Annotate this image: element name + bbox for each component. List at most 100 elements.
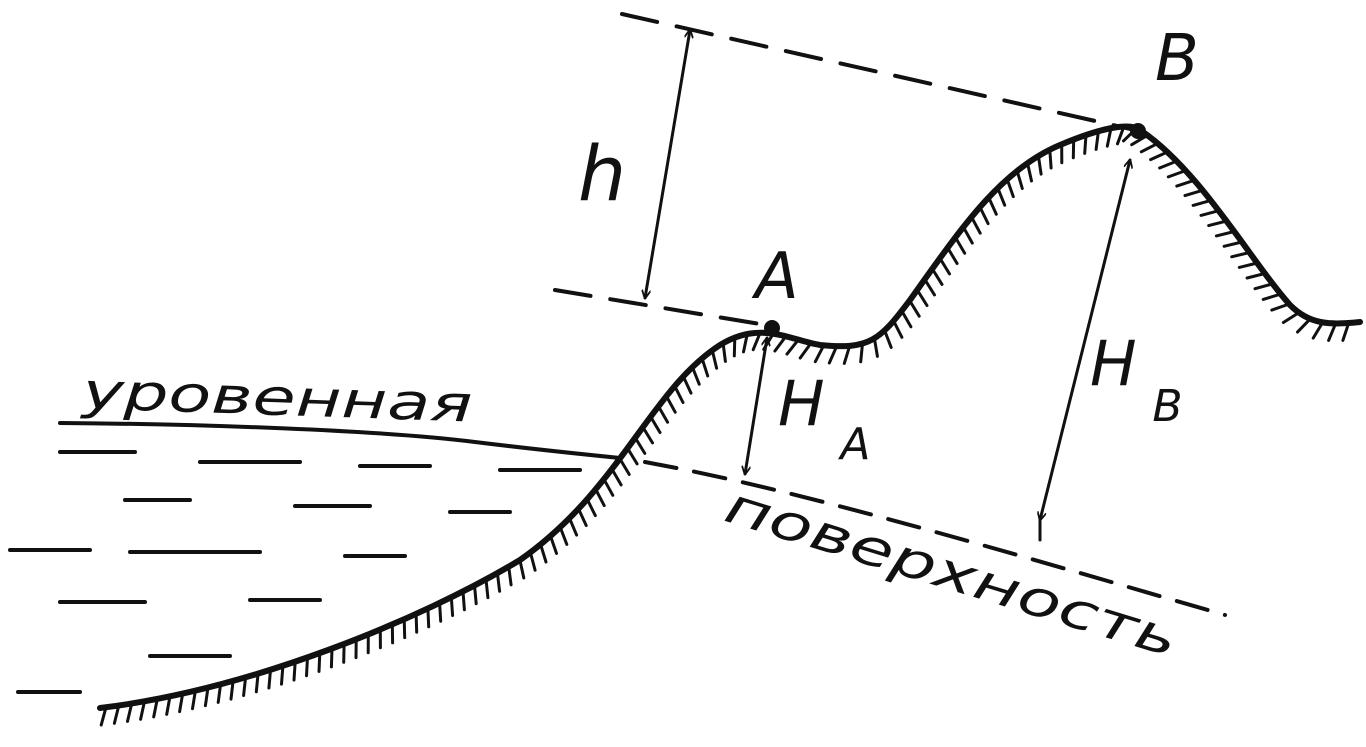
hatch-tick [996, 186, 1007, 207]
hatch-tick [610, 467, 623, 487]
hatch-tick [930, 267, 944, 286]
hatch-tick [978, 205, 990, 226]
hatch-tick [112, 704, 121, 725]
hatch-tick [473, 583, 478, 606]
reference-line-a [553, 288, 774, 328]
hatch-tick [1183, 188, 1205, 198]
hatch-tick [946, 246, 959, 265]
point-a-label: A [751, 240, 799, 314]
height-diff-label: h [578, 129, 626, 218]
hatch-tick [961, 225, 974, 245]
level-surface-label-1: уровенная [79, 362, 474, 434]
hatch-tick [402, 617, 407, 640]
hatch-tick [165, 694, 172, 716]
hatch-tick [1026, 161, 1033, 183]
hatch-tick [626, 446, 639, 466]
hatch-tick [191, 689, 197, 711]
water-body [8, 450, 582, 694]
hatch-tick [872, 336, 879, 358]
hatch-tick [254, 672, 260, 694]
hatch-tick [1005, 177, 1015, 199]
hatch-tick [813, 343, 826, 364]
hatch-tick [798, 341, 813, 360]
reference-line-b [620, 12, 1137, 132]
hatch-tick [1281, 311, 1301, 324]
hatch-tick [773, 334, 788, 353]
hatch-tick [1270, 302, 1291, 312]
hatch-tick [1199, 209, 1221, 217]
height-a-sub: A [837, 419, 870, 470]
hatch-tick [1253, 282, 1275, 291]
level-surface-dashed-line [643, 460, 1227, 617]
hatch-tick [317, 651, 322, 673]
hatch-tick [449, 595, 455, 617]
hatch-tick [594, 487, 606, 508]
hatch-tick [690, 365, 701, 386]
hatch-tick [1105, 126, 1113, 148]
hatch-tick [721, 341, 727, 363]
hatch-tick [1237, 261, 1259, 269]
height-a-label: H A [778, 367, 870, 470]
hatch-tick [1036, 154, 1043, 176]
hatch-tick [1158, 159, 1179, 170]
hatch-tick [673, 384, 685, 404]
hatch-tick [700, 356, 710, 378]
hatch-tick [178, 692, 185, 714]
hatch-tick [602, 477, 615, 497]
height-b-sub: B [1152, 381, 1182, 432]
hatch-tick [1296, 317, 1312, 334]
point-b-dot [1130, 123, 1146, 139]
hatch-tick [1245, 272, 1267, 280]
hatch-tick [1341, 321, 1351, 342]
hatch-tick [987, 195, 998, 216]
hatch-tick [900, 309, 913, 329]
hatch-tick [305, 655, 309, 678]
hatch-tick [518, 558, 526, 580]
hatch-tick [732, 336, 737, 358]
hatch-tick [1230, 251, 1252, 259]
hatch-tick [203, 686, 210, 708]
hatch-tick [495, 571, 502, 593]
hatch-tick [1222, 240, 1244, 248]
hatch-tick [438, 601, 443, 623]
hatch-tick [461, 589, 466, 612]
hatch-tick [539, 542, 548, 564]
hatch-tick [1214, 230, 1236, 238]
hatch-tick [126, 702, 134, 723]
hatch-tick [649, 415, 662, 434]
level-surface-line [58, 421, 622, 460]
hatch-tick [1149, 150, 1169, 162]
hatch-tick [216, 682, 223, 704]
hatch-tick [970, 215, 982, 235]
hatch-tick [1048, 148, 1053, 170]
point-b-label: B [1155, 22, 1199, 96]
hatch-tick [267, 668, 272, 690]
hatch-tick [484, 577, 490, 600]
hatch-tick [280, 664, 285, 686]
hatch-tick [558, 525, 569, 546]
hatch-tick [507, 565, 513, 587]
height-a-arrow [745, 338, 767, 474]
hatch-tick [1015, 169, 1024, 190]
hatch-tick [664, 394, 677, 414]
height-b-label: H B [1090, 327, 1183, 432]
hatch-tick [242, 675, 248, 697]
hatch-tick [99, 705, 108, 727]
hatch-tick [1175, 178, 1196, 188]
hatch-tick [139, 699, 146, 721]
hatch-tick [710, 348, 719, 370]
hatch-tick [842, 344, 852, 365]
hatch-tick [1116, 125, 1126, 146]
hatch-tick [1261, 292, 1283, 301]
hatch-tick [1139, 141, 1160, 154]
hatch-tick [426, 606, 431, 629]
height-a-main: H [778, 367, 825, 440]
hatch-tick [656, 404, 670, 424]
hatch-tick [1166, 169, 1188, 179]
hatch-tick [1083, 133, 1088, 155]
hatch-tick [633, 436, 647, 455]
hatch-tick [892, 319, 904, 339]
hatch-tick [938, 256, 951, 276]
hatch-tick [1191, 198, 1213, 207]
